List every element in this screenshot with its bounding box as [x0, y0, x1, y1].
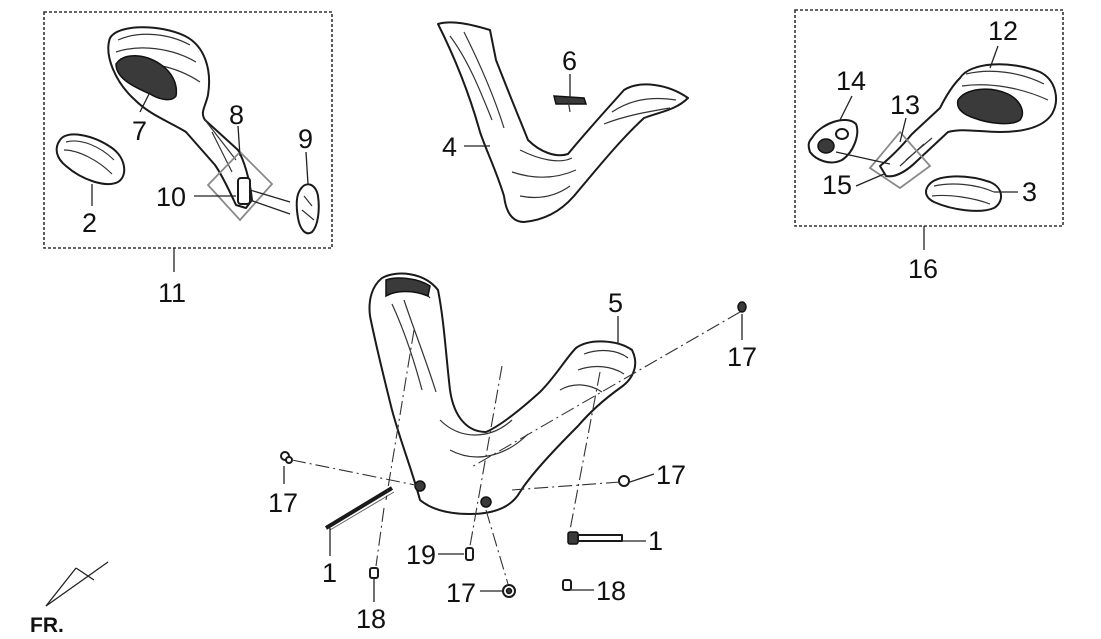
front-direction-label: FR.: [30, 614, 64, 637]
part-5-front-shield: [368, 272, 637, 515]
callout-15: 15: [822, 170, 852, 200]
callout-16: 16: [908, 254, 938, 284]
callout-17-left: 17: [268, 488, 298, 518]
part-14-cover: [807, 119, 859, 164]
callout-11: 11: [158, 278, 186, 308]
callout-13: 13: [890, 90, 920, 120]
part-8-10-highlight-box: [206, 150, 274, 222]
callout-2: 2: [82, 208, 97, 238]
callout-4: 4: [442, 132, 457, 162]
callout-12: 12: [988, 16, 1018, 46]
right-mirror: [879, 63, 1057, 178]
callout-19: 19: [406, 540, 436, 570]
right-mirror-assembly-box: [794, 9, 1064, 227]
callout-17-right: 17: [656, 460, 686, 490]
part-6-clip: [553, 95, 588, 113]
part-3-mirror-glass: [925, 175, 1002, 212]
callout-5: 5: [608, 288, 623, 318]
callout-7: 7: [132, 116, 147, 146]
callout-17-bottom: 17: [446, 578, 476, 608]
part-2-mirror-glass: [55, 133, 126, 185]
part-4-front-top-cover: [437, 21, 689, 223]
part-17-fastener-top-right: [737, 301, 747, 313]
part-17-fastener-bottom: [502, 584, 516, 598]
callout-6: 6: [562, 46, 577, 76]
callout-18-left: 18: [356, 604, 386, 634]
left-mirror: [107, 26, 253, 209]
part-1-bolt-right: [567, 531, 623, 545]
part-1-rod-left: [324, 486, 395, 531]
part-13-15-highlight-box: [868, 130, 932, 190]
callout-3: 3: [1022, 177, 1037, 207]
part-19-screw: [465, 547, 474, 561]
part-17-fastener-right: [618, 475, 630, 487]
callout-1-left: 1: [322, 558, 337, 588]
callout-1-right: 1: [648, 526, 663, 556]
part-18-screw-left: [369, 567, 379, 579]
part-18-screw-right: [562, 579, 572, 591]
left-mirror-assembly-box: [43, 11, 333, 249]
callout-14: 14: [836, 66, 866, 96]
callout-8: 8: [229, 100, 244, 130]
callout-17-top-right: 17: [727, 342, 757, 372]
callout-10: 10: [156, 182, 186, 212]
part-9-cover: [295, 183, 320, 235]
callout-18-right: 18: [596, 576, 626, 606]
front-direction-arrow-icon: [45, 561, 109, 607]
callout-9: 9: [298, 124, 313, 154]
part-17-fastener-left: [280, 451, 293, 464]
